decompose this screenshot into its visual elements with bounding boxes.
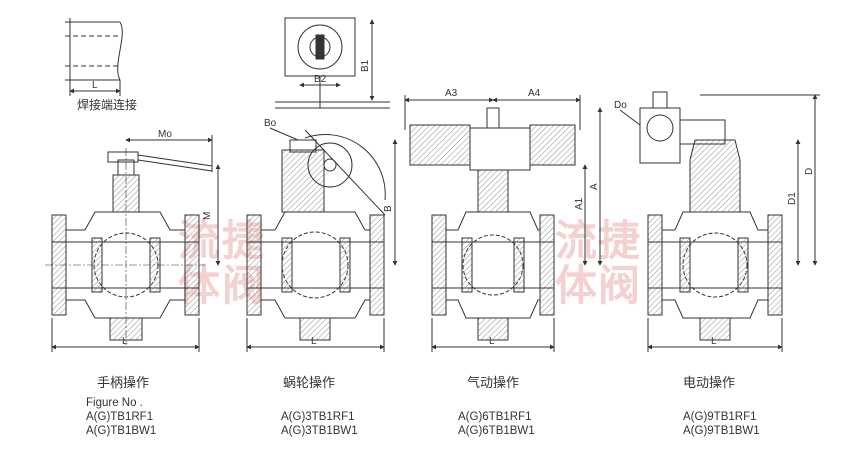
dim-handle-M: M	[202, 212, 213, 220]
watermark-char-8: 阀	[598, 261, 640, 310]
figure-no-label: Figure No .	[86, 397, 143, 409]
watermark-char-7: 体	[555, 261, 597, 310]
code-elec-rf: A(G)9TB1RF1	[683, 411, 757, 423]
weld-end-detail	[65, 18, 123, 96]
code-pneu-rf: A(G)6TB1RF1	[458, 411, 532, 423]
dim-gear-B: B	[383, 205, 394, 212]
dim-gear-Bo: Bo	[264, 118, 277, 129]
valve-pneumatic-drawing	[404, 95, 603, 352]
caption-electric: 电动操作	[683, 376, 736, 391]
dim-handle-Mo: Mo	[158, 129, 172, 140]
dim-pneu-L: L	[489, 336, 495, 347]
dim-gear-B1: B1	[360, 59, 371, 72]
dim-handle-L: L	[122, 336, 128, 347]
dim-elec-D: D	[804, 168, 815, 175]
watermark-char-5: 流	[555, 216, 597, 265]
code-elec-bw: A(G)9TB1BW1	[683, 425, 760, 437]
figure-codes-electric: A(G)9TB1RF1 A(G)9TB1BW1	[683, 410, 760, 438]
code-handle-rf: A(G)TB1RF1	[86, 411, 154, 423]
figure-codes-worm-gear: A(G)3TB1RF1 A(G)3TB1BW1	[281, 410, 358, 438]
dim-gear-L: L	[311, 336, 317, 347]
code-gear-rf: A(G)3TB1RF1	[281, 411, 355, 423]
dim-pneu-A: A	[589, 183, 600, 190]
code-handle-bw: A(G)TB1BW1	[86, 425, 157, 437]
dim-pneu-A3: A3	[445, 88, 458, 99]
dim-elec-D1: D1	[787, 192, 798, 205]
dim-gear-B2: B2	[314, 74, 327, 85]
caption-handle: 手柄操作	[97, 376, 150, 391]
caption-pneumatic: 气动操作	[467, 376, 520, 391]
dim-pneu-A4: A4	[528, 88, 541, 99]
dim-pneu-A1: A1	[574, 197, 585, 210]
figure-codes-handle: Figure No . A(G)TB1RF1 A(G)TB1BW1	[86, 396, 156, 438]
dim-weld-L: L	[92, 80, 98, 91]
valve-worm-gear-drawing	[246, 17, 398, 352]
watermark-char-6: 捷	[598, 216, 640, 265]
weld-end-label: 焊接端连接	[77, 98, 138, 112]
caption-worm-gear: 蜗轮操作	[283, 376, 336, 391]
valve-handle-drawing	[45, 135, 221, 352]
dim-elec-Do: Do	[614, 100, 627, 111]
code-pneu-bw: A(G)6TB1BW1	[458, 425, 535, 437]
dim-elec-L: L	[711, 336, 717, 347]
code-gear-bw: A(G)3TB1BW1	[281, 425, 358, 437]
valve-electric-drawing	[619, 91, 820, 352]
figure-codes-pneumatic: A(G)6TB1RF1 A(G)6TB1BW1	[458, 410, 535, 438]
